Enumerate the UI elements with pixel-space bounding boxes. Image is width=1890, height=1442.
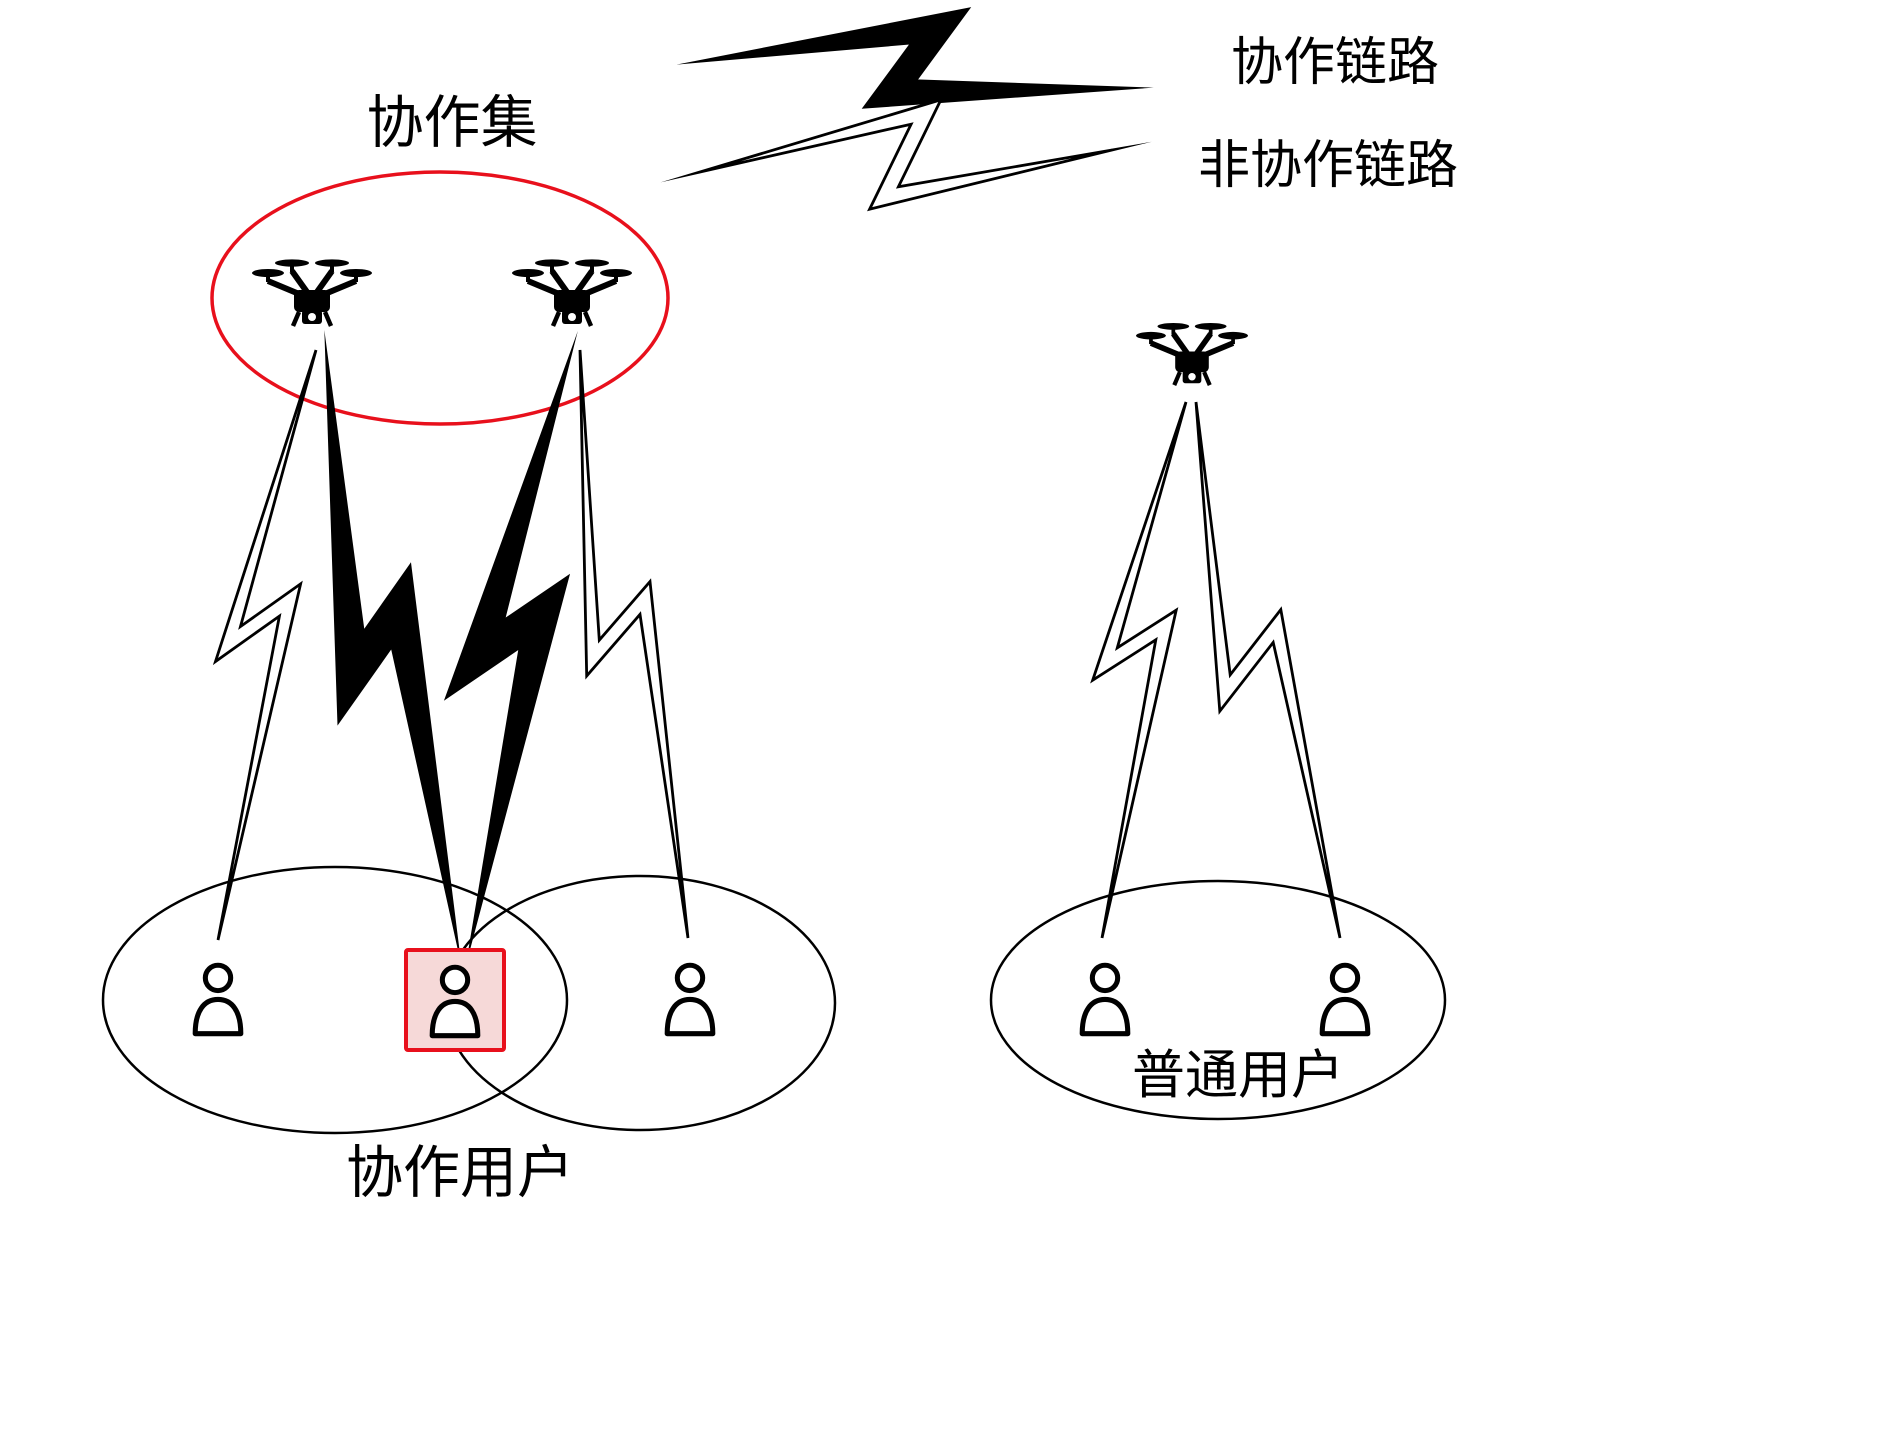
links-layer	[212, 7, 1342, 968]
user-icon-3	[667, 965, 713, 1033]
link-uav1-user2	[324, 329, 462, 968]
cooperation-set-ellipse	[210, 170, 670, 426]
link-uav3-user5	[1194, 401, 1342, 939]
user-icon-1	[195, 965, 241, 1033]
cooperation-set-label: 协作集	[367, 92, 538, 155]
uav-icon-3	[1136, 323, 1248, 385]
link-uav2-user3	[578, 349, 690, 939]
coverage-ellipse-left-1	[101, 865, 569, 1135]
uav-icon-2	[512, 259, 632, 326]
coverage-ellipse-right	[989, 879, 1447, 1121]
normal-users-label: 普通用户	[1132, 1047, 1344, 1105]
legend-noncoop-link-label: 非协作链路	[1198, 138, 1458, 195]
coop-users-label: 协作用户	[346, 1142, 574, 1205]
link-uav1-user1	[212, 349, 318, 941]
link-uav3-user4	[1090, 401, 1188, 939]
link-uav2-user2	[443, 331, 578, 967]
user-icon-5	[1322, 965, 1368, 1033]
legend-coop-link-label: 协作链路	[1231, 35, 1439, 92]
uav-icon-1	[252, 259, 372, 326]
legend-noncoop-link-icon	[660, 97, 1152, 212]
user-icon-4	[1082, 965, 1128, 1033]
legend-coop-link-icon	[676, 7, 1154, 109]
